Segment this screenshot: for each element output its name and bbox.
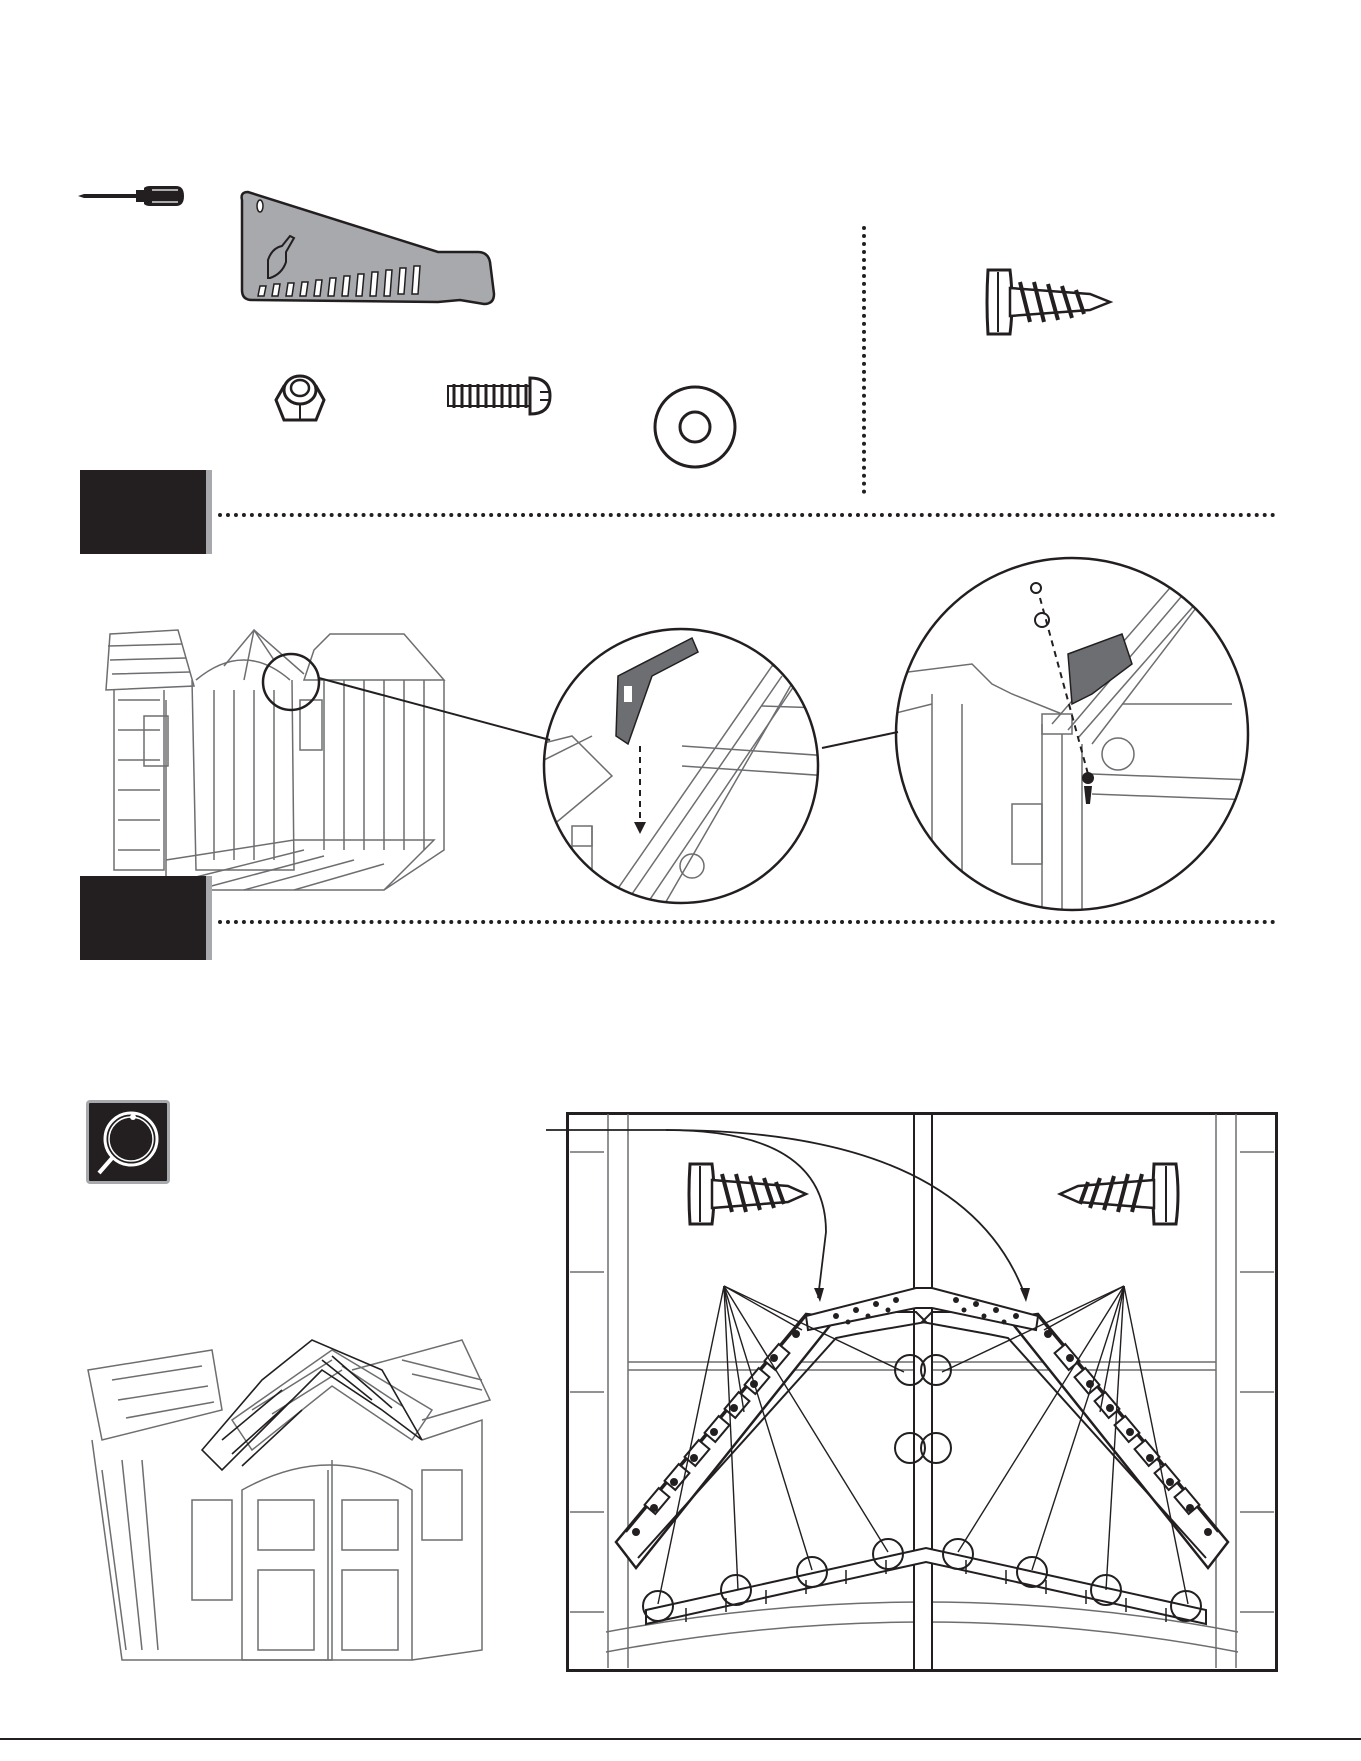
detail-callout-bracket-bolted bbox=[892, 554, 1252, 914]
screwdriver-icon bbox=[76, 184, 186, 208]
flat-washer bbox=[652, 384, 738, 470]
gusset-bracket bbox=[238, 190, 498, 308]
step-number-box-b bbox=[80, 876, 206, 960]
shed-front-overview bbox=[104, 620, 464, 900]
step-number-box-a bbox=[80, 470, 206, 554]
step-a-divider bbox=[218, 513, 1276, 517]
callout-connector bbox=[820, 730, 900, 750]
detail-panel-screw-locations bbox=[566, 1112, 1278, 1672]
footer-rule bbox=[0, 1738, 1361, 1740]
step-b-divider bbox=[218, 920, 1276, 924]
detail-callout-bracket-drop bbox=[532, 626, 830, 906]
shed-roof-overview bbox=[82, 1290, 492, 1670]
lock-nut bbox=[270, 370, 330, 432]
parts-divider bbox=[862, 226, 866, 494]
wood-screw bbox=[984, 262, 1114, 342]
magnifier-icon-box bbox=[86, 1100, 170, 1184]
machine-bolt bbox=[446, 376, 556, 416]
magnifier-icon bbox=[89, 1103, 167, 1181]
